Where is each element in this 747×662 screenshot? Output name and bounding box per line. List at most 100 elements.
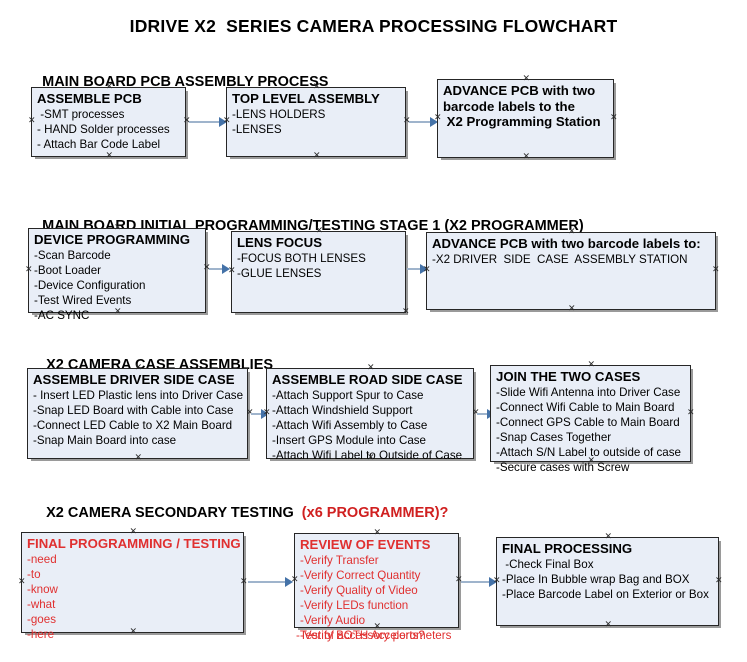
connection-handle-top[interactable]	[367, 365, 374, 372]
connection-handle-left[interactable]	[423, 267, 430, 274]
connection-handle-top[interactable]	[374, 530, 381, 537]
box-content: FINAL PROGRAMMING / TESTING -need -to -k…	[22, 533, 243, 644]
box-line: - Attach Bar Code Label	[37, 137, 161, 151]
box-line: -GLUE LENSES	[237, 266, 322, 280]
connection-handle-top[interactable]	[106, 84, 113, 91]
connection-handle-top[interactable]	[114, 225, 121, 232]
box-assemble-pcb[interactable]: ASSEMBLE PCB -SMT processes - HAND Solde…	[31, 87, 186, 157]
box-line: -what	[27, 597, 56, 611]
box-line: -Place In Bubble wrap Bag and BOX	[502, 572, 690, 586]
connection-handle-top[interactable]	[523, 76, 530, 83]
connection-handle-top[interactable]	[316, 228, 323, 235]
box-assemble-road-side-case[interactable]: ASSEMBLE ROAD SIDE CASE -Attach Support …	[263, 365, 474, 462]
connection-handle-left[interactable]	[434, 115, 441, 122]
connection-handle-top[interactable]	[313, 84, 320, 91]
box-device-programming[interactable]: DEVICE PROGRAMMING -Scan Barcode -Boot L…	[25, 225, 206, 322]
connection-handle-left[interactable]	[18, 579, 25, 586]
box-advance-pcb-driver-side-station[interactable]: ADVANCE PCB with two barcode labels to: …	[426, 232, 716, 310]
box-content: FINAL PROCESSING -Check Final Box -Place…	[497, 538, 718, 604]
box-title: REVIEW OF EVENTS	[300, 537, 431, 552]
box-join-the-two-cases[interactable]: JOIN THE TWO CASES -Slide Wifi Antenna i…	[490, 362, 694, 474]
box-line: -Connect GPS Cable to Main Board	[496, 415, 680, 429]
connection-handle-bottom[interactable]	[313, 153, 320, 160]
box-line: - Insert LED Plastic lens into Driver Ca…	[33, 388, 244, 402]
box-lens-focus[interactable]: LENS FOCUS -FOCUS BOTH LENSES -GLUE LENS…	[231, 231, 406, 313]
box-line: -Verify Correct Quantity	[300, 568, 421, 582]
box-assemble-driver-side-case[interactable]: ASSEMBLE DRIVER SIDE CASE - Insert LED P…	[27, 368, 248, 459]
connection-handle-bottom[interactable]	[106, 153, 113, 160]
connection-handle-right[interactable]	[712, 267, 719, 274]
box-review-of-events[interactable]: REVIEW OF EVENTS -Verify Transfer -Verif…	[291, 530, 459, 642]
box-top-level-assembly[interactable]: TOP LEVEL ASSEMBLY -LENS HOLDERS -LENSES	[226, 87, 406, 157]
box-line: -Verify BOTH Accelerometers	[300, 628, 452, 642]
connection-handle-top[interactable]	[605, 534, 612, 541]
section-heading-x2-camera-secondary-testing: X2 CAMERA SECONDARY TESTING (x6 PROGRAMM…	[30, 489, 448, 537]
box-line: -SMT processes	[37, 107, 125, 121]
box-content: REVIEW OF EVENTS -Verify Transfer -Verif…	[295, 534, 458, 645]
box-line: -Insert GPS Module into Case	[272, 433, 427, 447]
connection-handle-bottom[interactable]	[130, 629, 137, 636]
box-line: -Verify Quality of Video	[300, 583, 418, 597]
box-line: -Test Wired Events	[34, 293, 132, 307]
box-title: ADVANCE PCB with two barcode labels to:	[432, 236, 701, 251]
connection-handle-right[interactable]	[240, 579, 247, 586]
connection-handle-left[interactable]	[263, 410, 270, 417]
connection-handle-bottom[interactable]	[114, 309, 121, 316]
connection-handle-right[interactable]	[687, 410, 694, 417]
box-content: TOP LEVEL ASSEMBLY -LENS HOLDERS -LENSES	[227, 88, 405, 139]
box-content: ASSEMBLE ROAD SIDE CASE -Attach Support …	[267, 369, 473, 465]
connection-handle-bottom[interactable]	[367, 455, 374, 462]
box-line: -Place Barcode Label on Exterior or Box	[502, 587, 709, 601]
connection-handle-left[interactable]	[25, 267, 32, 274]
connection-handle-bottom[interactable]	[605, 622, 612, 629]
box-line: -Snap Main Board into case	[33, 433, 177, 447]
connector-line-road-to-join	[477, 413, 491, 415]
connector-arrow-device-to-lens	[222, 264, 230, 274]
connection-handle-top[interactable]	[588, 362, 595, 369]
connection-handle-top[interactable]	[135, 365, 142, 372]
box-line: -need	[27, 552, 57, 566]
connection-handle-bottom[interactable]	[523, 154, 530, 161]
connection-handle-left[interactable]	[223, 118, 230, 125]
connection-handle-corner[interactable]	[402, 309, 409, 316]
connection-handle-bottom[interactable]	[135, 455, 142, 462]
connection-handle-left[interactable]	[493, 578, 500, 585]
box-line: -know	[27, 582, 58, 596]
section-heading-accent: (x6 PROGRAMMER)?	[301, 505, 449, 521]
box-advance-pcb-programming-station[interactable]: ADVANCE PCB with two barcode labels to t…	[437, 79, 614, 158]
section-heading-main-board-pcb-assembly: MAIN BOARD PCB ASSEMBLY PROCESS	[26, 58, 328, 106]
box-line: barcode labels to the	[443, 98, 575, 114]
connector-line-final-prog-to-review	[248, 581, 289, 583]
box-line: -Snap Cases Together	[496, 430, 612, 444]
box-title: FINAL PROGRAMMING / TESTING	[27, 536, 241, 551]
connection-handle-right[interactable]	[610, 115, 617, 122]
connection-handle-top[interactable]	[568, 229, 575, 236]
box-line: -Attach Windshield Support	[272, 403, 413, 417]
box-line: -Verify Transfer	[300, 553, 379, 567]
box-content: ADVANCE PCB with two barcode labels to t…	[438, 80, 613, 132]
box-title: DEVICE PROGRAMMING	[34, 232, 191, 247]
connector-arrow-final-prog-to-review	[285, 577, 293, 587]
connection-handle-bottom[interactable]	[568, 306, 575, 313]
connection-handle-top[interactable]	[130, 529, 137, 536]
page-title: IDRIVE X2 SERIES CAMERA PROCESSING FLOWC…	[129, 16, 618, 36]
review-of-events-overflow-line: -Test of accessory ports?	[296, 629, 425, 642]
connection-handle-left[interactable]	[291, 577, 298, 584]
connector-line-review-to-final-processing	[461, 581, 493, 583]
connection-handle-right[interactable]	[715, 578, 722, 585]
box-final-processing[interactable]: FINAL PROCESSING -Check Final Box -Place…	[496, 537, 719, 626]
box-final-programming-testing[interactable]: FINAL PROGRAMMING / TESTING -need -to -k…	[18, 529, 247, 641]
connection-handle-left[interactable]	[228, 268, 235, 275]
box-line: -Check Final Box	[502, 557, 594, 571]
box-title: ADVANCE PCB with two	[443, 83, 596, 98]
connector-line-top-level-to-advance	[409, 121, 433, 123]
connection-handle-left[interactable]	[28, 118, 35, 125]
box-line: -Verify Audio	[300, 613, 366, 627]
connector-line-pcb-to-top-level	[189, 121, 222, 123]
box-line: -Connect Wifi Cable to Main Board	[496, 400, 675, 414]
box-content: ASSEMBLE DRIVER SIDE CASE - Insert LED P…	[28, 369, 247, 450]
connector-line-driver-to-road	[251, 413, 265, 415]
connection-handle-bottom[interactable]	[588, 458, 595, 465]
section-heading-text: MAIN BOARD PCB ASSEMBLY PROCESS	[42, 74, 329, 90]
box-line: -Attach Wifi Assembly to Case	[272, 418, 428, 432]
